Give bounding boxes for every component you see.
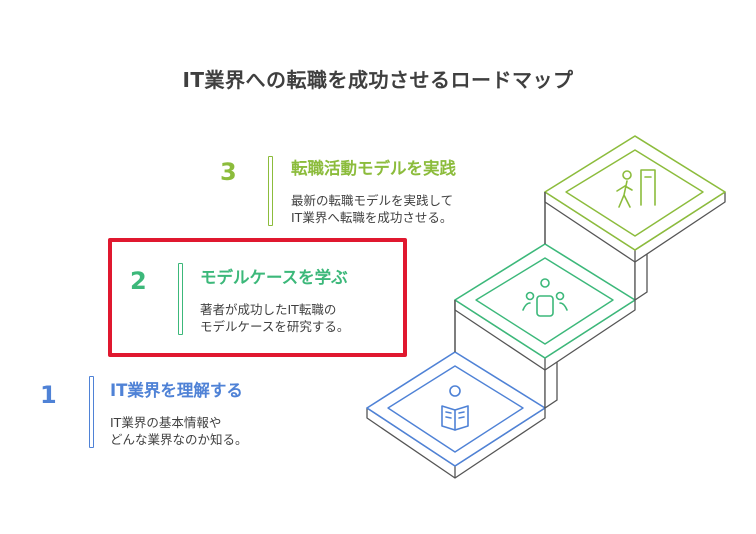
page-title: IT業界への転職を成功させるロードマップ (182, 68, 574, 92)
step-2-desc-line1: 著者が成功したIT転職の (200, 302, 337, 317)
step-2-number: 2 (130, 267, 147, 295)
step-1-title: IT業界を理解する (110, 381, 243, 400)
highlight-box (108, 238, 407, 357)
reading-person-icon (441, 385, 469, 431)
step-2-bar (178, 263, 183, 335)
step-3-title: 転職活動モデルを実践 (291, 159, 456, 178)
walking-to-door-icon (616, 169, 656, 208)
step-3-desc-line1: 最新の転職モデルを実践して (291, 193, 454, 208)
step-1-platform (366, 351, 546, 479)
left-risers (454, 192, 546, 352)
step-3-desc-line2: IT業界へ転職を成功させる。 (291, 210, 453, 225)
step-1-desc-line1: IT業界の基本情報や (110, 415, 222, 430)
step-1-desc-line2: どんな業界なのか知る。 (110, 432, 248, 447)
step-1-number: 1 (40, 381, 57, 409)
step-2-title: モデルケースを学ぶ (200, 268, 348, 287)
step-3-bar (268, 156, 273, 226)
meeting-table-icon (522, 278, 568, 317)
step-1-bar (89, 376, 94, 448)
step-2-platform (454, 243, 636, 371)
step-3-platform (544, 135, 726, 263)
step-3-number: 3 (220, 158, 237, 186)
step-2-desc-line2: モデルケースを研究する。 (200, 319, 350, 334)
